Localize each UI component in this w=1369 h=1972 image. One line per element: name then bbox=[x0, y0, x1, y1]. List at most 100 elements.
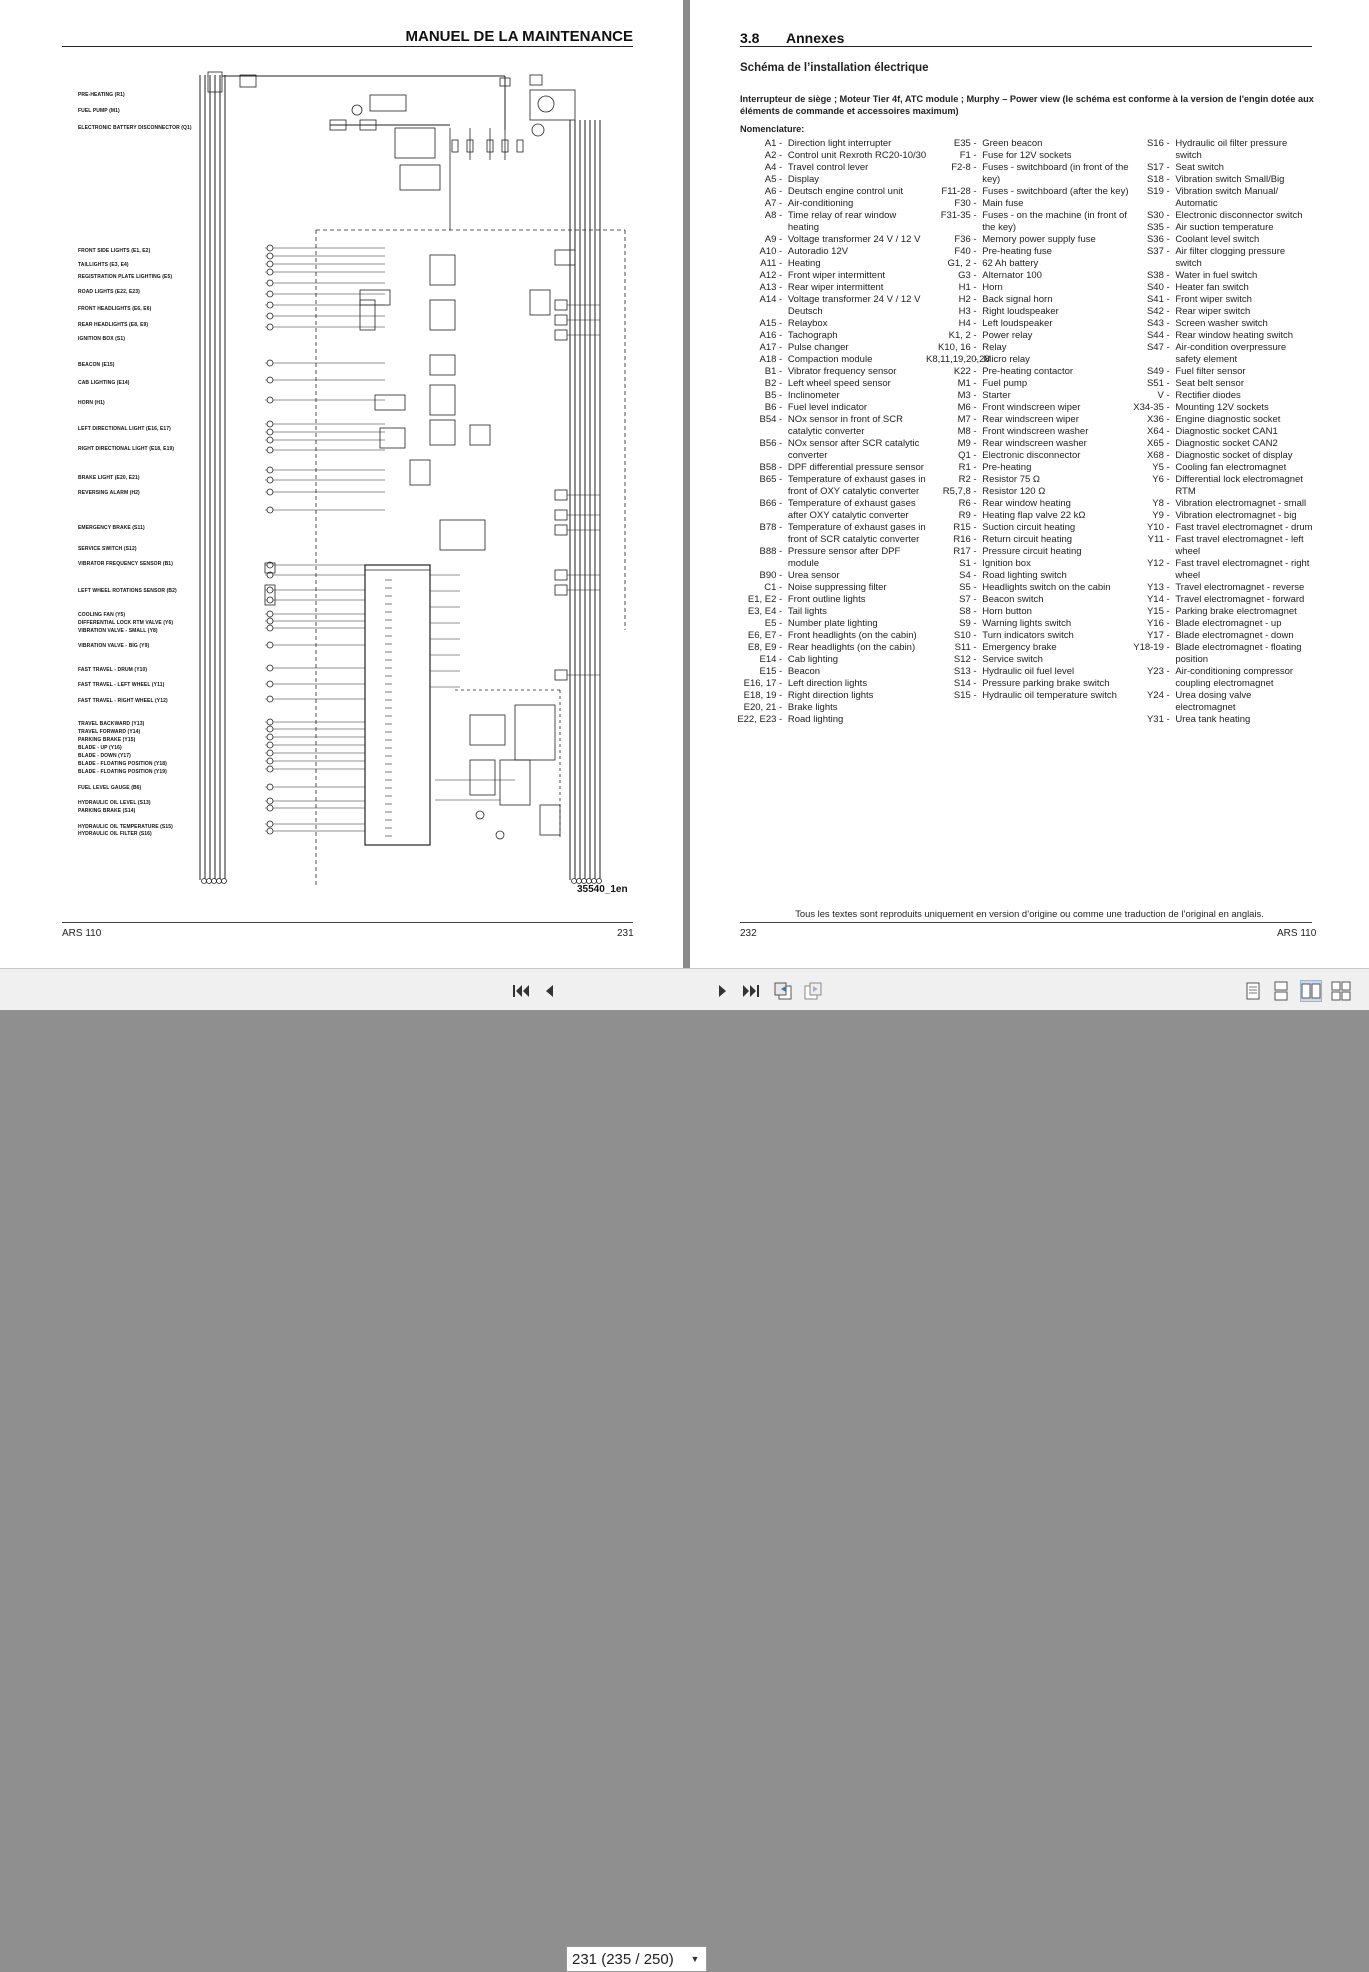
component-box bbox=[429, 384, 456, 416]
entry-description: Fuses - switchboard (after the key) bbox=[982, 186, 1129, 197]
entry-separator: - bbox=[1163, 174, 1173, 185]
schematic-label: HYDRAULIC OIL TEMPERATURE (S15) bbox=[78, 824, 173, 830]
footer-rule bbox=[62, 922, 633, 923]
nomenclature-entry: S37 - Air filter clogging pressure switc… bbox=[1128, 246, 1313, 270]
two-page-continuous-view-icon[interactable] bbox=[1330, 980, 1352, 1002]
nomenclature-entry: S17 - Seat switch bbox=[1128, 162, 1313, 174]
nomenclature-entry: S43 - Screen washer switch bbox=[1128, 318, 1313, 330]
first-page-icon[interactable] bbox=[510, 980, 532, 1002]
component-symbol bbox=[596, 878, 602, 884]
component-box bbox=[239, 74, 257, 88]
entry-code: E22, E23 bbox=[737, 714, 777, 725]
component-symbol bbox=[266, 376, 274, 384]
nomenclature-entry: H1 - Horn bbox=[926, 282, 1141, 294]
nomenclature-entry: S16 - Hydraulic oil filter pressure swit… bbox=[1128, 138, 1313, 162]
nomenclature-entry: A14 - Voltage transformer 24 V / 12 V De… bbox=[730, 294, 930, 318]
single-page-view-icon[interactable] bbox=[1242, 980, 1264, 1002]
entry-separator: - bbox=[776, 366, 785, 377]
entry-separator: - bbox=[776, 186, 785, 197]
entry-code: B1 bbox=[764, 366, 777, 377]
document-viewer: MANUEL DE LA MAINTENANCE PRE-HEATING (R1… bbox=[0, 0, 1369, 968]
component-box bbox=[364, 564, 431, 846]
entry-description: Fuel pump bbox=[982, 378, 1028, 389]
page-number-field[interactable]: ▼ bbox=[566, 1946, 707, 1972]
previous-page-icon[interactable] bbox=[538, 980, 560, 1002]
entry-description: Cooling fan electromagnet bbox=[1175, 462, 1287, 473]
entry-separator: - bbox=[970, 162, 980, 173]
entry-description: Suction circuit heating bbox=[982, 522, 1076, 533]
nomenclature-entry: A7 - Air-conditioning bbox=[730, 198, 930, 210]
schematic-label: BLADE - FLOATING POSITION (Y19) bbox=[78, 769, 167, 775]
entry-code: Y15 bbox=[1146, 606, 1164, 617]
chevron-down-icon[interactable]: ▼ bbox=[690, 1954, 700, 1964]
entry-code: S14 bbox=[953, 678, 971, 689]
entry-separator: - bbox=[1163, 306, 1173, 317]
continuous-view-icon[interactable] bbox=[1270, 980, 1292, 1002]
entry-description: Left direction lights bbox=[787, 678, 868, 689]
entry-code: E35 bbox=[953, 138, 971, 149]
component-symbol bbox=[201, 878, 207, 884]
entry-code: H2 bbox=[958, 294, 971, 305]
nomenclature-entry: F2-8 - Fuses - switchboard (in front of … bbox=[926, 162, 1141, 186]
entry-code: H4 bbox=[958, 318, 971, 329]
nomenclature-entry: G3 - Alternator 100 bbox=[926, 270, 1141, 282]
next-page-icon[interactable] bbox=[712, 980, 734, 1002]
entry-description: Blade electromagnet - up bbox=[1175, 618, 1282, 629]
entry-code: S13 bbox=[953, 666, 971, 677]
nomenclature-entry: Y31 - Urea tank heating bbox=[1128, 714, 1313, 726]
component-symbol bbox=[266, 466, 274, 474]
component-box bbox=[429, 419, 456, 446]
nomenclature-entry: A16 - Tachograph bbox=[730, 330, 930, 342]
nomenclature-entry: K1, 2 - Power relay bbox=[926, 330, 1141, 342]
navigation-toolbar: ▼ bbox=[0, 968, 1369, 1972]
component-symbol bbox=[266, 428, 274, 436]
entry-separator: - bbox=[970, 450, 980, 461]
last-page-icon[interactable] bbox=[740, 980, 762, 1002]
nomenclature-entry: F40 - Pre-heating fuse bbox=[926, 246, 1141, 258]
page-number-input[interactable] bbox=[567, 1950, 685, 1968]
component-box bbox=[486, 139, 494, 153]
entry-separator: - bbox=[1163, 162, 1173, 173]
component-symbol bbox=[266, 420, 274, 428]
nomenclature-entry: K10, 16 - Relay bbox=[926, 342, 1141, 354]
nomenclature-entry: B6 - Fuel level indicator bbox=[730, 402, 930, 414]
nomenclature-entry: E3, E4 - Tail lights bbox=[730, 606, 930, 618]
component-symbol bbox=[266, 301, 274, 309]
entry-separator: - bbox=[970, 282, 980, 293]
entry-separator: - bbox=[1163, 270, 1173, 281]
nomenclature-entry: R17 - Pressure circuit heating bbox=[926, 546, 1141, 558]
component-symbol bbox=[266, 695, 274, 703]
entry-description: Vibration electromagnet - big bbox=[1175, 510, 1297, 521]
nomenclature-entry: A15 - Relaybox bbox=[730, 318, 930, 330]
entry-separator: - bbox=[970, 594, 980, 605]
entry-description: Pressure circuit heating bbox=[982, 546, 1082, 557]
nomenclature-entry: R1 - Pre-heating bbox=[926, 462, 1141, 474]
entry-description: NOx sensor in front of SCR catalytic con… bbox=[787, 414, 903, 437]
entry-separator: - bbox=[970, 390, 980, 401]
component-symbol bbox=[266, 718, 274, 726]
entry-code: S35 bbox=[1146, 222, 1164, 233]
entry-separator: - bbox=[1163, 534, 1173, 545]
two-page-view-icon[interactable] bbox=[1300, 980, 1322, 1002]
entry-code: E3, E4 bbox=[747, 606, 777, 617]
entry-description: Screen washer switch bbox=[1175, 318, 1268, 329]
entry-description: Air filter clogging pressure switch bbox=[1175, 246, 1286, 269]
component-box bbox=[554, 569, 568, 581]
schematic-label: SERVICE SWITCH (S12) bbox=[78, 546, 137, 552]
nomenclature-entry: S47 - Air-condition overpressure safety … bbox=[1128, 342, 1313, 366]
entry-description: Air-conditioning bbox=[787, 198, 854, 209]
component-symbol bbox=[495, 830, 505, 840]
nomenclature-entry: S42 - Rear wiper switch bbox=[1128, 306, 1313, 318]
entry-description: Fuses - on the machine (in front of the … bbox=[982, 210, 1127, 233]
entry-description: Rear wiper switch bbox=[1175, 306, 1251, 317]
nomenclature-entry: B56 - NOx sensor after SCR catalytic con… bbox=[730, 438, 930, 462]
entry-separator: - bbox=[776, 318, 785, 329]
component-symbol bbox=[266, 279, 274, 287]
entry-description: Front wiper switch bbox=[1175, 294, 1252, 305]
entry-description: Road lighting switch bbox=[982, 570, 1067, 581]
previous-view-icon[interactable] bbox=[772, 980, 794, 1002]
entry-description: Seat switch bbox=[1175, 162, 1224, 173]
next-view-icon[interactable] bbox=[802, 980, 824, 1002]
entry-description: Pulse changer bbox=[787, 342, 849, 353]
entry-description: Diagnostic socket CAN2 bbox=[1175, 438, 1278, 449]
